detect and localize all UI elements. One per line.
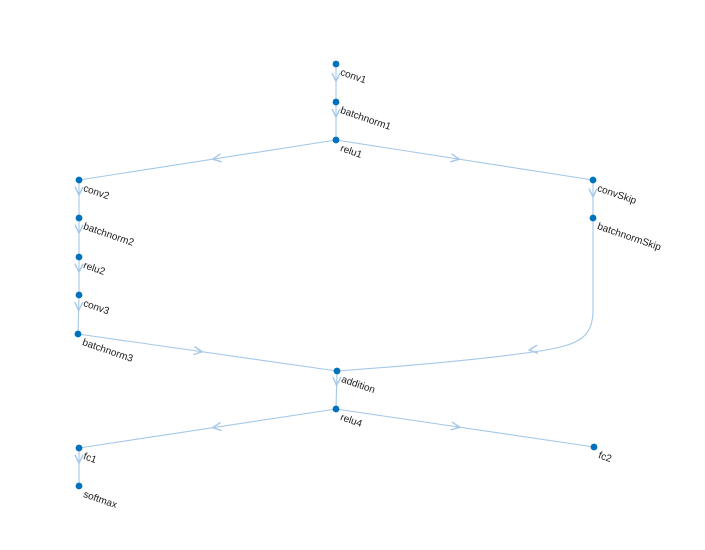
node-batchnorm3 bbox=[74, 330, 82, 338]
arrowhead-icon-batchnorm2-relu2 bbox=[74, 224, 84, 234]
node-label-fc1: fc1 bbox=[82, 451, 99, 466]
node-conv2 bbox=[75, 176, 83, 184]
node-convSkip bbox=[589, 176, 597, 184]
node-batchnorm2 bbox=[75, 214, 83, 222]
edge-relu4-fc2 bbox=[335, 408, 595, 448]
arrowhead-icon-fc1-softmax bbox=[74, 454, 84, 464]
arrowhead-icon-batchnorm1-relu1 bbox=[331, 108, 341, 118]
edge-conv3-batchnorm3 bbox=[77, 294, 80, 335]
edge-relu4-fc1 bbox=[78, 408, 337, 449]
edge-addition-relu4 bbox=[335, 370, 338, 410]
node-fc1 bbox=[75, 444, 83, 452]
node-batchnormSkip bbox=[589, 214, 597, 222]
node-label-convSkip: convSkip bbox=[596, 183, 638, 207]
arrowhead-icon-relu1-convSkip bbox=[450, 153, 461, 163]
arrowhead-icon-convSkip-batchnormSkip bbox=[588, 188, 598, 198]
arrowhead-icon-relu1-conv2 bbox=[211, 153, 222, 163]
node-label-batchnorm2: batchnorm2 bbox=[82, 221, 136, 249]
arrowhead-icon-conv2-batchnorm2 bbox=[74, 186, 84, 196]
arrowhead-icon-relu4-fc1 bbox=[211, 422, 222, 431]
node-label-batchnormSkip: batchnormSkip bbox=[596, 221, 663, 253]
edge-batchnormSkip-addition bbox=[336, 218, 594, 372]
node-relu2 bbox=[75, 253, 83, 261]
arrowhead-icon-relu2-conv3 bbox=[74, 263, 84, 273]
node-batchnorm1 bbox=[332, 98, 340, 106]
arrowhead-icon-conv1-batchnorm1 bbox=[331, 72, 341, 83]
node-label-batchnorm1: batchnorm1 bbox=[339, 105, 393, 133]
arrowhead-icon-batchnorm3-addition bbox=[193, 346, 204, 356]
node-conv3 bbox=[75, 291, 83, 299]
node-label-relu4: relu4 bbox=[339, 412, 364, 430]
edge-relu1-convSkip bbox=[335, 139, 594, 181]
arrowhead-icon-relu4-fc2 bbox=[450, 421, 461, 431]
node-label-relu1: relu1 bbox=[339, 143, 364, 161]
node-label-conv2: conv2 bbox=[82, 183, 111, 202]
arrowhead-icon-batchnormSkip-addition bbox=[528, 344, 539, 354]
node-label-relu2: relu2 bbox=[82, 260, 107, 278]
node-label-conv1: conv1 bbox=[339, 67, 368, 86]
node-relu1 bbox=[332, 136, 340, 144]
arrowhead-icon-conv3-batchnorm3 bbox=[74, 301, 84, 312]
node-label-fc2: fc2 bbox=[597, 450, 614, 465]
node-label-conv3: conv3 bbox=[82, 298, 111, 317]
node-addition bbox=[333, 367, 341, 375]
node-relu4 bbox=[332, 405, 340, 413]
node-softmax bbox=[75, 482, 83, 490]
node-conv1 bbox=[332, 60, 340, 68]
node-label-softmax: softmax bbox=[82, 489, 119, 511]
arrowhead-icon-addition-relu4 bbox=[332, 376, 342, 387]
edge-relu1-conv2 bbox=[78, 139, 337, 181]
edge-batchnorm3-addition bbox=[77, 333, 338, 372]
node-fc2 bbox=[590, 443, 598, 451]
node-label-addition: addition bbox=[340, 374, 377, 396]
